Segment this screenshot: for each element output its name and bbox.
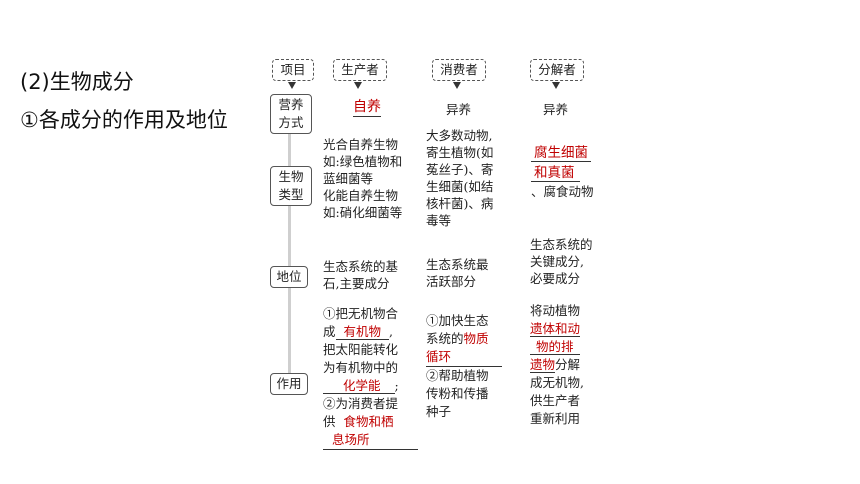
decomposer-status: 生态系统的 关键成分, 必要成分 — [530, 237, 593, 286]
consumer-status: 生态系统最 活跃部分 — [426, 257, 489, 289]
subsection-heading: ①各成分的作用及地位 — [20, 108, 228, 132]
producer-status: 生态系统的基 石,主要成分 — [323, 259, 399, 291]
header-project: 项目 — [272, 59, 314, 81]
row-label-role: 作用 — [270, 373, 308, 395]
decomposer-nutrition: 异养 — [543, 102, 569, 117]
row-label-nutrition: 营养方式 — [270, 94, 312, 134]
producer-type: 光合自养生物 如:绿色植物和 蓝细菌等 化能自养生物 如:硝化细菌等 — [323, 137, 403, 220]
row-label-type: 生物类型 — [270, 166, 312, 206]
table-spine — [288, 134, 291, 384]
producer-role: ①把无机物合 成有机物, 把太阳能转化 为有机物中的 化学能; ②为消费者提 供… — [323, 305, 418, 450]
producer-nutrition: 自养 — [353, 99, 381, 117]
decomposer-type: 腐生细菌 和真菌 、腐食动物 — [531, 145, 594, 199]
arrow-down-icon — [354, 82, 362, 89]
consumer-nutrition: 异养 — [446, 102, 472, 117]
header-producer: 生产者 — [333, 59, 387, 81]
decomposer-role: 将动植物 遗体和动 物的排 遗物分解 成无机物, 供生产者 重新利用 — [530, 303, 584, 426]
consumer-role: ①加快生态 系统的物质 循环 ②帮助植物 传粉和传播 种子 — [426, 312, 502, 421]
consumer-type: 大多数动物, 寄生植物(如 菟丝子)、寄 生细菌(如结 核杆菌)、病 毒等 — [426, 128, 494, 228]
arrow-down-icon — [288, 82, 296, 89]
header-consumer: 消费者 — [432, 59, 486, 81]
arrow-down-icon — [453, 82, 461, 89]
row-label-status: 地位 — [270, 266, 308, 288]
header-decomposer: 分解者 — [530, 59, 584, 81]
arrow-down-icon — [552, 82, 560, 89]
section-heading: (2)生物成分 — [20, 70, 134, 94]
